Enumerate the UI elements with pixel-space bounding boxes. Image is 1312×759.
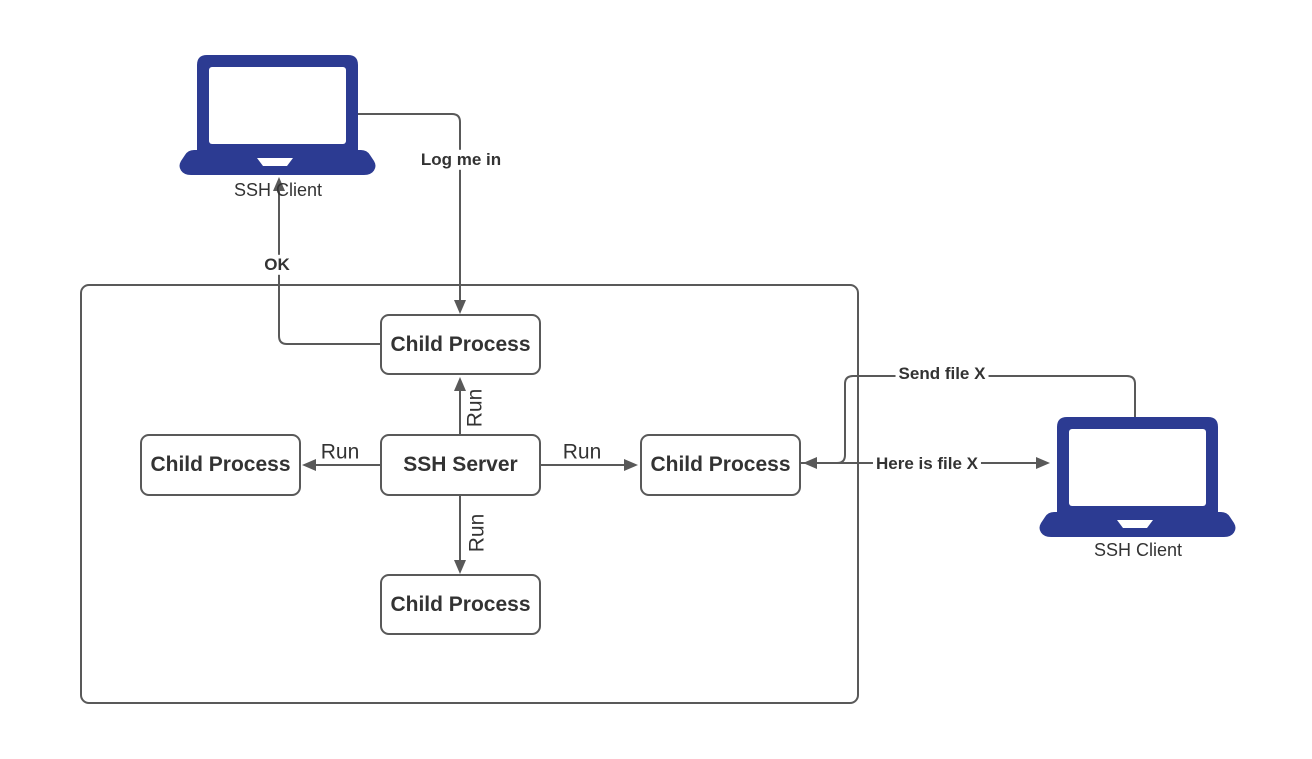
laptop-icon-left xyxy=(179,55,376,175)
label-send-file-x: Send file X xyxy=(895,363,989,385)
node-label: Child Process xyxy=(650,453,791,476)
node-label: Child Process xyxy=(390,592,531,616)
label-ok: OK xyxy=(261,254,293,276)
label-run-left: Run xyxy=(320,440,360,464)
server-host-container-box xyxy=(80,284,859,704)
node-label: Child Process xyxy=(150,453,291,476)
node-label: SSH Server xyxy=(403,453,518,476)
label-run-bottom: Run xyxy=(465,513,489,553)
node-label: Child Process xyxy=(390,332,531,356)
laptop-icon-right xyxy=(1039,417,1236,537)
node-child-process-right: Child Process xyxy=(640,434,801,496)
label-run-top: Run xyxy=(463,388,487,428)
label-here-is-file-x: Here is file X xyxy=(872,453,982,475)
edge-log-me-in xyxy=(358,113,466,314)
label-ssh-client-right: SSH Client xyxy=(1093,540,1183,561)
edge-send-file-x xyxy=(803,375,1136,469)
edge-ok xyxy=(273,177,380,345)
node-child-process-left: Child Process xyxy=(140,434,301,496)
label-run-right: Run xyxy=(562,440,602,464)
label-ssh-client-left: SSH Client xyxy=(233,180,323,201)
node-child-process-bottom: Child Process xyxy=(380,574,541,635)
node-child-process-top: Child Process xyxy=(380,314,541,375)
node-ssh-server: SSH Server xyxy=(380,434,541,496)
label-log-me-in: Log me in xyxy=(417,149,505,171)
